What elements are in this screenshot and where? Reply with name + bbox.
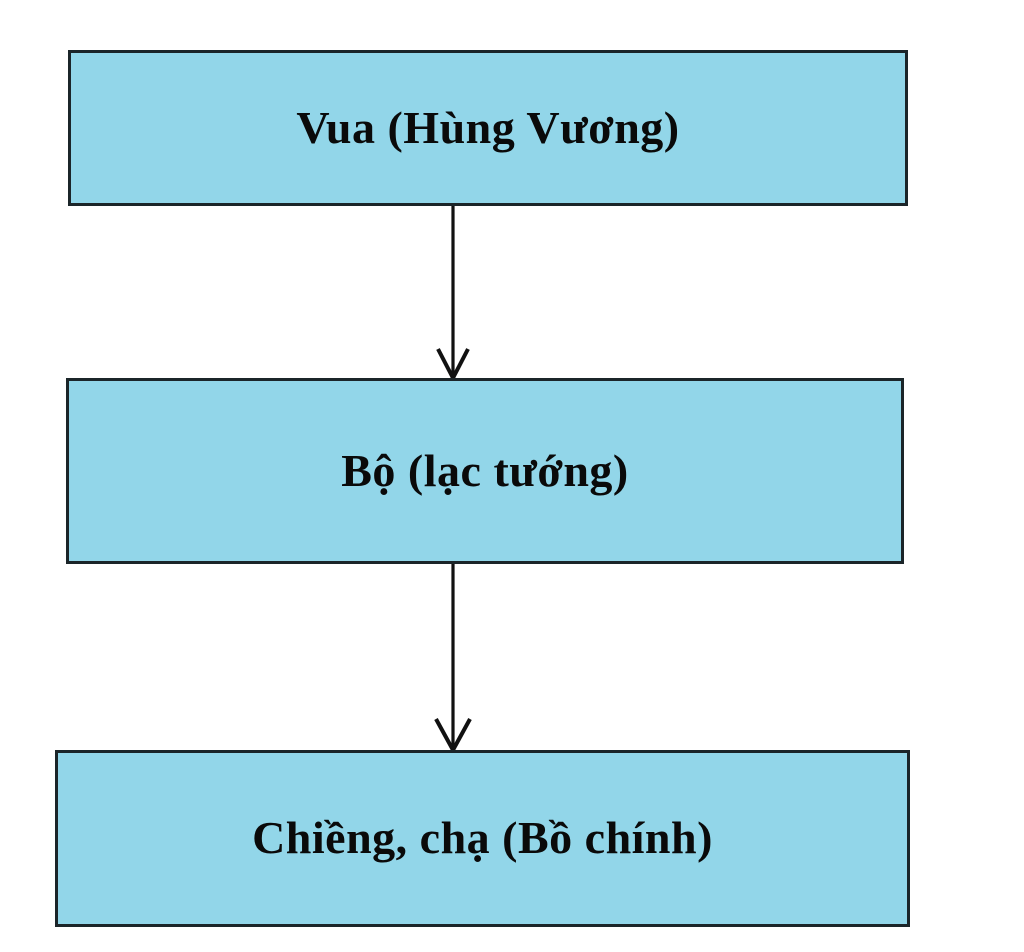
diagram-node-king[interactable]: Vua (Hùng Vương) — [68, 50, 908, 206]
diagram-node-bo[interactable]: Bộ (lạc tướng) — [66, 378, 904, 564]
diagram-node-chieng-label: Chiềng, chạ (Bồ chính) — [252, 812, 713, 864]
diagram-node-chieng[interactable]: Chiềng, chạ (Bồ chính) — [55, 750, 910, 927]
diagram-node-king-label: Vua (Hùng Vương) — [296, 101, 680, 153]
connector-king-to-bo-arrow — [436, 206, 470, 380]
connector-bo-to-chieng-arrow — [434, 564, 472, 752]
diagram-node-bo-label: Bộ (lạc tướng) — [341, 444, 629, 496]
